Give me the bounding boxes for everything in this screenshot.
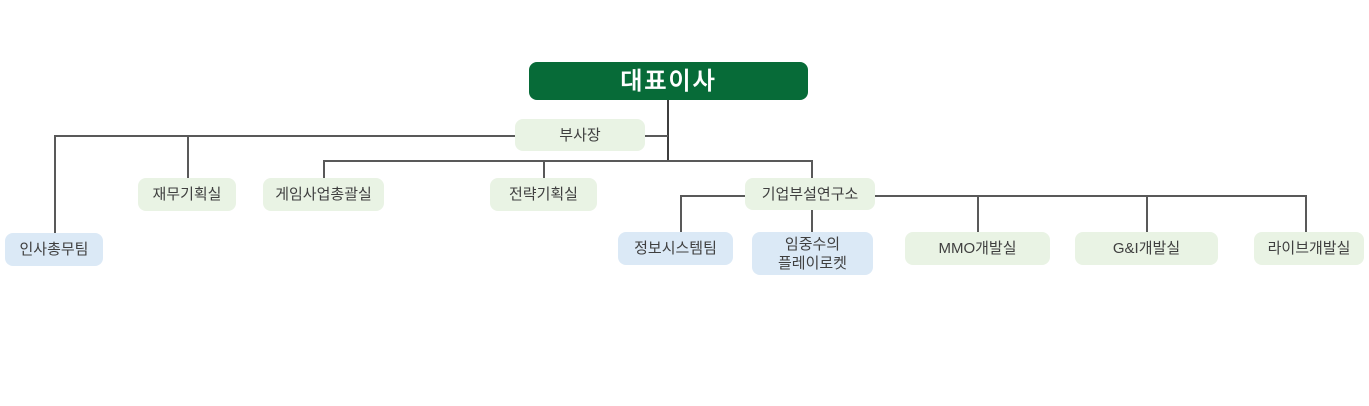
connector-research-right-branch	[875, 195, 1306, 197]
connector-research-vertical	[811, 160, 813, 178]
org-node-playrocket: 임중수의 플레이로켓	[752, 232, 873, 275]
org-node-live: 라이브개발실	[1254, 232, 1364, 265]
connector-rail2-horizontal	[323, 160, 812, 162]
connector-playrocket-vertical	[811, 210, 813, 232]
org-node-strategy: 전략기획실	[490, 178, 597, 211]
org-node-infosys: 정보시스템팀	[618, 232, 733, 265]
connector-live-vertical	[1305, 195, 1307, 232]
org-node-hr: 인사총무팀	[5, 233, 103, 266]
connector-rail1-horizontal	[54, 135, 515, 137]
org-node-gi: G&I개발실	[1075, 232, 1218, 265]
org-node-finance: 재무기획실	[138, 178, 236, 211]
connector-infosys-vertical	[680, 195, 682, 232]
org-node-gamebiz: 게임사업총괄실	[263, 178, 384, 211]
connector-research-left-branch	[680, 195, 745, 197]
connector-hr-vertical	[54, 135, 56, 233]
org-node-research: 기업부설연구소	[745, 178, 875, 210]
org-node-ceo: 대표이사	[529, 62, 808, 100]
connector-gi-vertical	[1146, 195, 1148, 232]
connector-ceo-vertical	[667, 100, 669, 161]
connector-vp-to-ceo	[645, 135, 668, 137]
connector-strategy-vertical	[543, 160, 545, 178]
org-node-mmo: MMO개발실	[905, 232, 1050, 265]
connector-mmo-vertical	[977, 195, 979, 232]
connector-gamebiz-vertical	[323, 160, 325, 178]
connector-finance-vertical	[187, 135, 189, 178]
org-node-vp: 부사장	[515, 119, 645, 151]
